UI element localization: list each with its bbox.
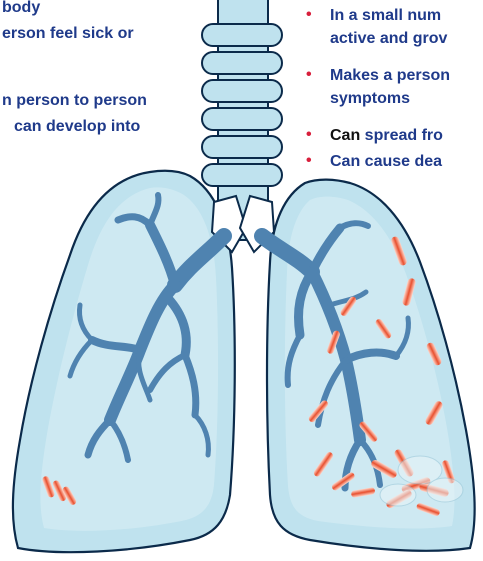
lung-left-icon	[13, 171, 235, 552]
trachea-icon	[202, 0, 282, 252]
